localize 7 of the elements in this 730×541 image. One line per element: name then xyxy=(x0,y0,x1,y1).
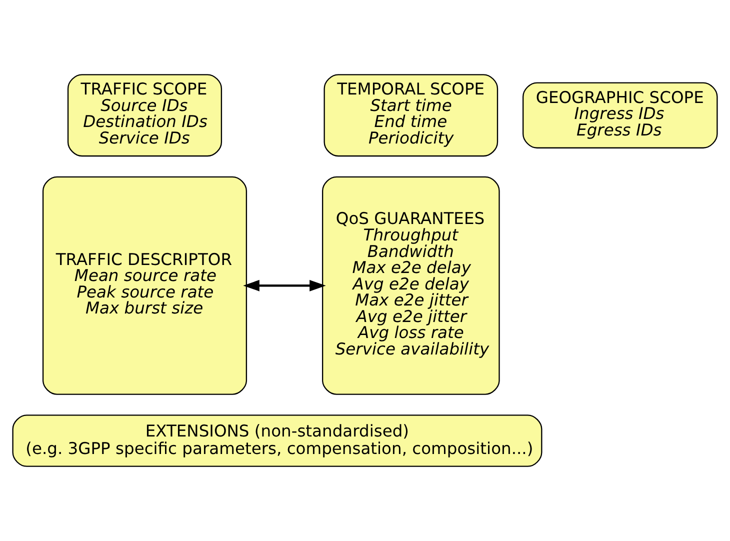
node-box: TRAFFIC DESCRIPTOR Mean source rate Peak source rate Max burst size xyxy=(42,176,248,395)
node-box: QoS GUARANTEES Throughput Bandwidth Max e2e delay Avg e2e delay Max e2e jitter Avg e2e jitter Avg loss rate Service availability xyxy=(322,176,500,395)
node-box: GEOGRAPHIC SCOPE Ingress IDs Egress IDs xyxy=(522,82,718,148)
node-box: TEMPORAL SCOPE Start time End time Periodicity xyxy=(324,74,498,157)
node-box: EXTENSIONS (non-standardised) (e.g. 3GPP specific parameters, compensation, composition...) xyxy=(12,414,542,467)
arrow xyxy=(243,280,326,292)
node-box: TRAFFIC SCOPE Source IDs Destination IDs Service IDs xyxy=(67,74,222,157)
